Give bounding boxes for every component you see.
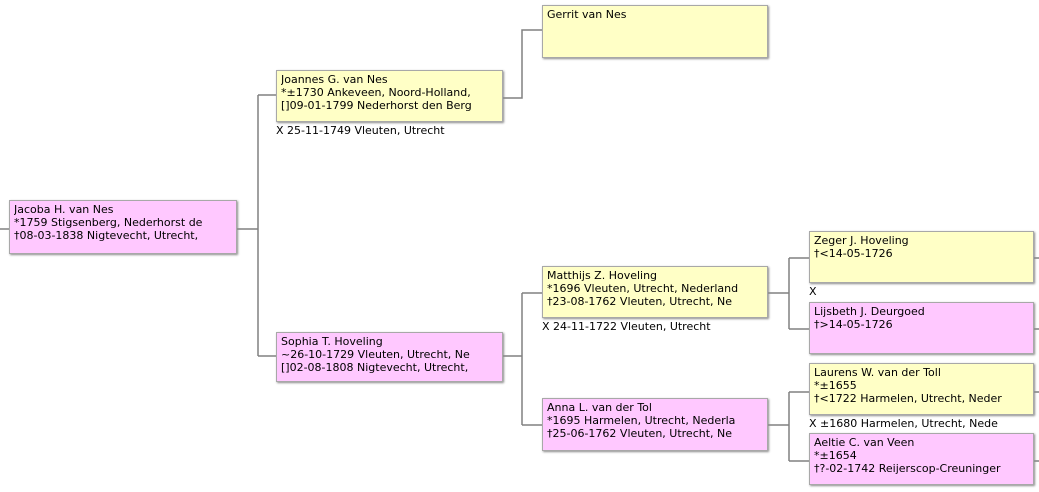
burial-info: []09-01-1799 Nederhorst den Berg <box>281 99 472 112</box>
person-name: Sophia T. Hoveling <box>281 335 383 348</box>
marriage-info: X <box>809 285 817 298</box>
marriage-info: X 25-11-1749 Vleuten, Utrecht <box>276 124 445 137</box>
person-name: Matthijs Z. Hoveling <box>547 269 658 282</box>
birth-info: *±1730 Ankeveen, Noord-Holland, <box>281 86 471 99</box>
person-name: Anna L. van der Tol <box>547 401 652 414</box>
person-name: Gerrit van Nes <box>547 8 627 21</box>
marriage-info: X ±1680 Harmelen, Utrecht, Nede <box>809 417 998 430</box>
death-info: †<1722 Harmelen, Utrecht, Neder <box>814 392 1002 405</box>
birth-info: *1695 Harmelen, Utrecht, Nederla <box>547 414 736 427</box>
person-card-lijsbeth[interactable]: Lijsbeth J. Deurgoed †>14-05-1726 <box>809 302 1034 354</box>
baptism-info: ~26-10-1729 Vleuten, Utrecht, Ne <box>281 348 470 361</box>
burial-info: []02-08-1808 Nigtevecht, Utrecht, <box>281 361 469 374</box>
person-name: Aeltie C. van Veen <box>814 436 915 449</box>
birth-info: *±1654 <box>814 449 857 462</box>
death-info: †>14-05-1726 <box>814 318 893 331</box>
death-info: †08-03-1838 Nigtevecht, Utrecht, <box>14 229 199 242</box>
birth-info: *1759 Stigsenberg, Nederhorst de <box>14 216 203 229</box>
birth-info: *1696 Vleuten, Utrecht, Nederland <box>547 282 739 295</box>
person-card-aeltie[interactable]: Aeltie C. van Veen *±1654 †?-02-1742 Rei… <box>809 433 1034 485</box>
person-name: Joannes G. van Nes <box>281 73 388 86</box>
person-name: Jacoba H. van Nes <box>14 203 114 216</box>
birth-info: *±1655 <box>814 379 857 392</box>
marriage-info: X 24-11-1722 Vleuten, Utrecht <box>542 320 711 333</box>
death-info: †23-08-1762 Vleuten, Utrecht, Ne <box>547 295 733 308</box>
death-info: †25-06-1762 Vleuten, Utrecht, Ne <box>547 427 733 440</box>
person-card-anna[interactable]: Anna L. van der Tol *1695 Harmelen, Utre… <box>542 398 768 451</box>
person-card-zeger[interactable]: Zeger J. Hoveling †<14-05-1726 <box>809 231 1034 283</box>
person-name: Zeger J. Hoveling <box>814 234 909 247</box>
person-card-laurens[interactable]: Laurens W. van der Toll *±1655 †<1722 Ha… <box>809 363 1034 415</box>
person-card-matthijs[interactable]: Matthijs Z. Hoveling *1696 Vleuten, Utre… <box>542 266 768 318</box>
death-info: †<14-05-1726 <box>814 247 893 260</box>
person-name: Lijsbeth J. Deurgoed <box>814 305 925 318</box>
person-card-joannes[interactable]: Joannes G. van Nes *±1730 Ankeveen, Noor… <box>276 70 503 122</box>
person-name: Laurens W. van der Toll <box>814 366 941 379</box>
person-card-sophia[interactable]: Sophia T. Hoveling ~26-10-1729 Vleuten, … <box>276 332 503 382</box>
person-card-jacoba[interactable]: Jacoba H. van Nes *1759 Stigsenberg, Ned… <box>9 200 237 254</box>
death-info: †?-02-1742 Reijerscop-Creuninger <box>814 462 1001 475</box>
person-card-gerrit[interactable]: Gerrit van Nes <box>542 5 768 58</box>
